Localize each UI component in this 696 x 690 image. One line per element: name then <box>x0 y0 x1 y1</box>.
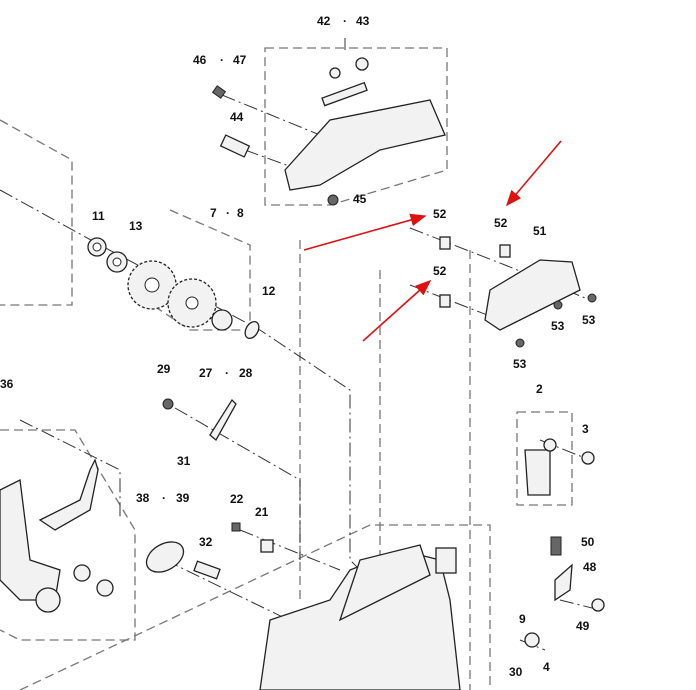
group-boxes <box>0 47 573 690</box>
callout-48: 48 <box>583 560 597 574</box>
callout-50: 50 <box>581 535 595 549</box>
callout-53: 53 <box>582 313 596 327</box>
callout-4: 4 <box>543 660 550 674</box>
callout-45: 45 <box>353 192 367 206</box>
callout-42: 42 <box>317 14 331 28</box>
highlight-arrows <box>303 140 562 342</box>
callout-11: 11 <box>92 209 105 223</box>
callout-separator: · <box>162 491 166 505</box>
parts <box>0 57 605 690</box>
highlight-arrow <box>303 213 427 251</box>
callout-27: 27 <box>199 366 213 380</box>
callout-13: 13 <box>129 219 143 233</box>
callout-31: 31 <box>177 454 191 468</box>
callout-12: 12 <box>262 284 276 298</box>
callout-53: 53 <box>513 357 527 371</box>
callout-39: 39 <box>176 491 190 505</box>
callout-51: 51 <box>533 224 547 238</box>
callout-43: 43 <box>356 14 370 28</box>
callout-46: 46 <box>193 53 207 67</box>
callout-52: 52 <box>494 216 508 230</box>
callout-3: 3 <box>582 422 589 436</box>
callout-52: 52 <box>433 207 447 221</box>
callout-separator: · <box>343 14 347 28</box>
callout-53: 53 <box>551 319 565 333</box>
callout-21: 21 <box>255 505 269 519</box>
callout-28: 28 <box>239 366 253 380</box>
callout-7: 7 <box>210 206 217 220</box>
callout-separator: · <box>226 206 230 220</box>
callout-36: 36 <box>0 377 14 391</box>
callout-separator: · <box>220 53 224 67</box>
callout-44: 44 <box>230 110 244 124</box>
callout-52: 52 <box>433 264 447 278</box>
callout-49: 49 <box>576 619 590 633</box>
callout-9: 9 <box>519 612 526 626</box>
highlight-arrow <box>505 140 562 207</box>
callout-30: 30 <box>509 665 523 679</box>
callout-47: 47 <box>233 53 247 67</box>
callout-2: 2 <box>536 382 543 396</box>
callout-29: 29 <box>157 362 171 376</box>
callout-labels: 42 · 43 46 · 47 44 45 52 52 52 51 53 53 … <box>0 14 597 679</box>
callout-8: 8 <box>237 206 244 220</box>
callout-22: 22 <box>230 492 244 506</box>
callout-separator: · <box>225 366 229 380</box>
highlight-arrow <box>362 279 432 342</box>
callout-38: 38 <box>136 491 150 505</box>
callout-32: 32 <box>199 535 213 549</box>
